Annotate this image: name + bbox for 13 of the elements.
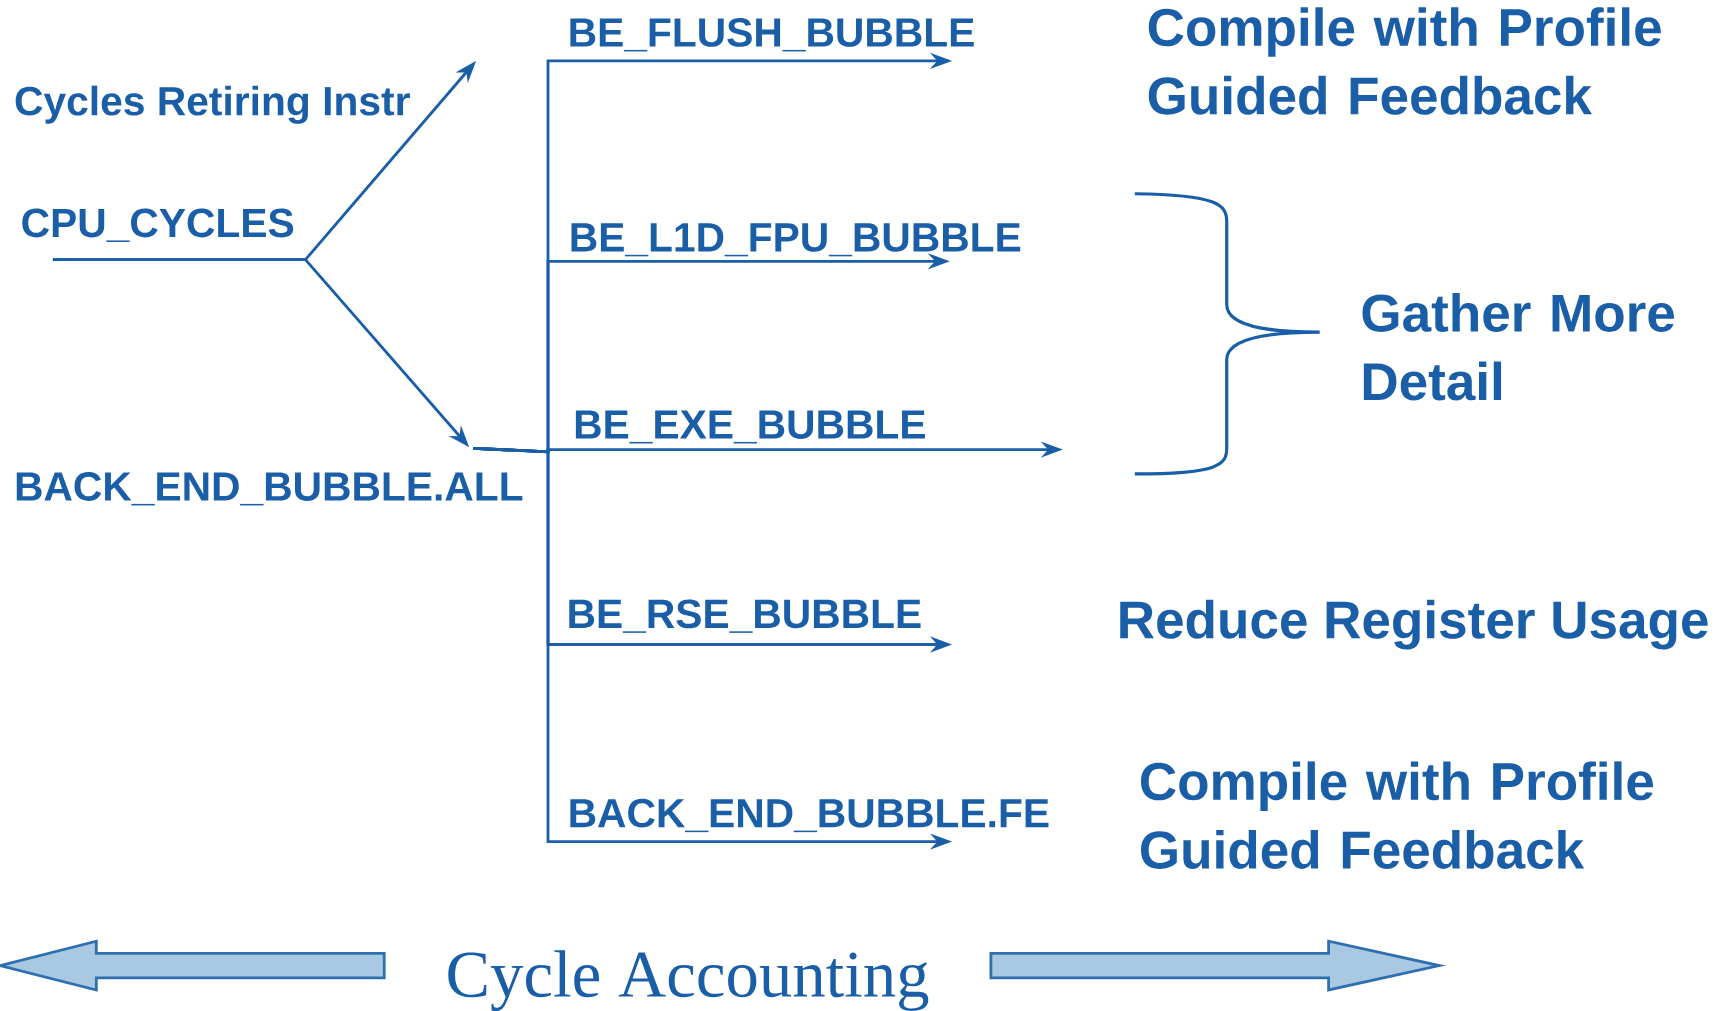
event-label: BE_FLUSH_BUBBLE xyxy=(570,18,974,52)
recommendation-text: Compile with Profile Guided Feedback xyxy=(1148,7,1661,115)
event-label: BACK_END_BUBBLE.FE xyxy=(570,798,1049,833)
event-label: CPU_CYCLES xyxy=(22,208,294,242)
event-label: BE_EXE_BUBBLE xyxy=(575,410,925,444)
recommendation-text: Gather More Detail xyxy=(1362,293,1675,401)
recommendation-text: Reduce Register Usage xyxy=(1120,599,1708,650)
event-label: BACK_END_BUBBLE.ALL xyxy=(16,472,523,506)
recommendation-text: Compile with Profile Guided Feedback xyxy=(1140,761,1654,869)
event-label: BE_L1D_FPU_BUBBLE xyxy=(571,223,1021,257)
event-label: BE_RSE_BUBBLE xyxy=(569,599,921,633)
edge-label: Cycles Retiring Instr xyxy=(15,85,410,124)
caption-text: Cycle Accounting xyxy=(448,950,929,1011)
